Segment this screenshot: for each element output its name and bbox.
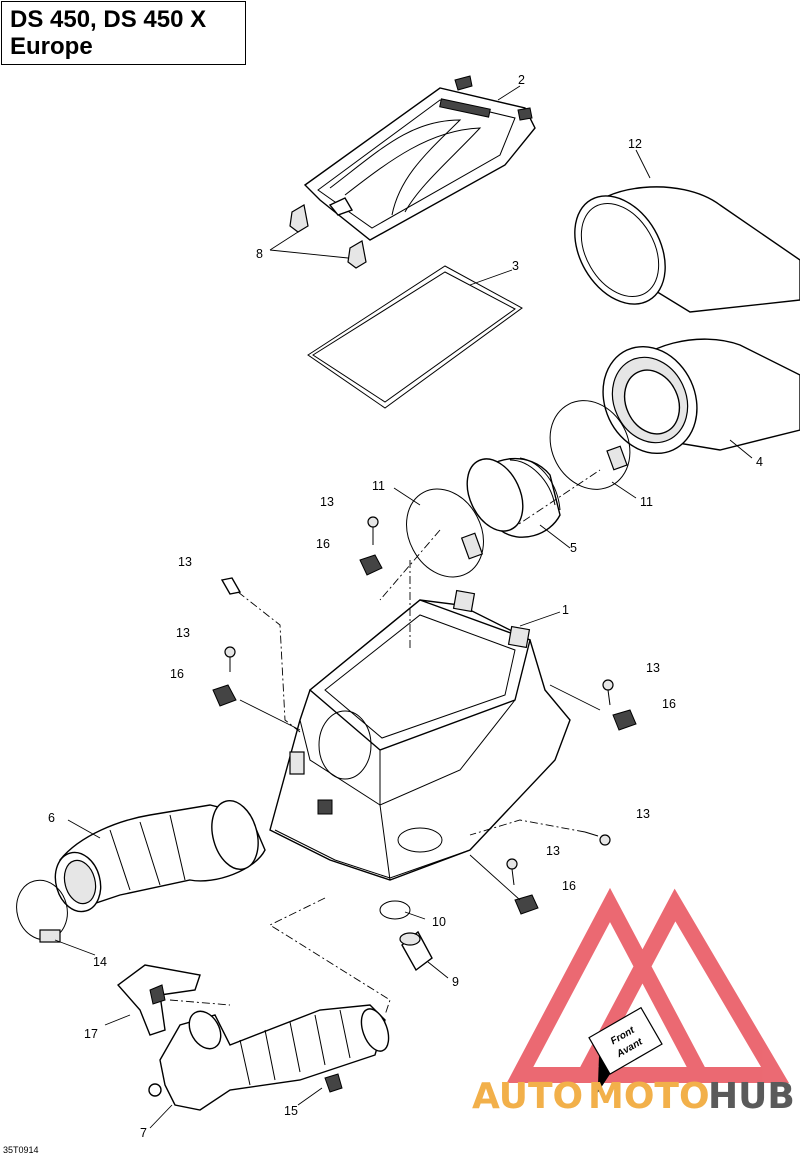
watermark-moto: MOTO [588, 1076, 710, 1117]
nut-15 [324, 1073, 343, 1093]
callout-7: 7 [140, 1126, 147, 1140]
callout-6: 6 [48, 811, 55, 825]
callout-13-d: 13 [646, 661, 660, 675]
callout-16-c: 16 [662, 697, 676, 711]
callout-1: 1 [562, 603, 569, 617]
part-11-clamp-lower [406, 488, 484, 578]
title-box: DS 450, DS 450 X Europe [1, 1, 246, 65]
nut-16-d [514, 894, 539, 915]
watermark-text: AUTO MOTO HUB [472, 1076, 795, 1117]
watermark-logo [506, 887, 789, 1083]
callout-11-b: 11 [640, 495, 653, 509]
callout-2: 2 [518, 73, 525, 87]
part-10-clamp [379, 900, 411, 920]
assembly-lines [169, 469, 601, 1016]
callout-labels: 2 8 3 12 4 11 11 13 5 16 13 1 13 16 13 1… [48, 73, 763, 1140]
callout-13-f: 13 [546, 844, 560, 858]
callout-16-b: 16 [170, 667, 184, 681]
callout-11-a: 11 [372, 479, 385, 493]
callout-17: 17 [84, 1027, 98, 1041]
nut-16-a [359, 554, 383, 576]
callout-16-d: 16 [562, 879, 576, 893]
title-line-1: DS 450, DS 450 X [10, 6, 207, 33]
part-3-gasket [307, 265, 523, 409]
callout-8: 8 [256, 247, 263, 261]
callout-10: 10 [432, 915, 446, 929]
callout-3: 3 [512, 259, 519, 273]
callout-15: 15 [284, 1104, 298, 1118]
part-1-airbox [269, 589, 571, 881]
screw-13-a [367, 516, 379, 545]
watermark-triangle-right [571, 888, 789, 1083]
title-line-2: Europe [10, 33, 93, 60]
callout-12: 12 [628, 137, 642, 151]
callout-4: 4 [756, 455, 763, 469]
leader-lines [54, 85, 753, 1129]
part-14-clamp [16, 879, 68, 943]
callout-13-e: 13 [636, 807, 650, 821]
front-direction-tag: Front Avant [588, 1006, 663, 1093]
nut-16-b [212, 684, 237, 707]
callout-13-c: 13 [176, 626, 190, 640]
screw-13-e [584, 831, 611, 846]
callout-9: 9 [452, 975, 459, 989]
part-11-clamp-upper [549, 400, 631, 490]
callout-13-a: 13 [320, 495, 334, 509]
screw-13-f [506, 858, 518, 886]
screw-13-c [224, 646, 236, 672]
screw-13-d [602, 679, 614, 706]
part-12-prefilter [574, 186, 800, 313]
screw-13-b [220, 577, 242, 595]
callout-14: 14 [93, 955, 107, 969]
part-5-boot [466, 457, 561, 538]
watermark-hub: HUB [708, 1076, 795, 1117]
part-2-cover [303, 75, 536, 241]
part-6-intake-boot [54, 800, 266, 913]
part-9-fitting [399, 930, 433, 972]
fasteners [212, 516, 637, 1093]
callout-13-b: 13 [178, 555, 192, 569]
part-8-clips [289, 204, 367, 269]
callout-16-a: 16 [316, 537, 330, 551]
part-4-filter [602, 338, 800, 455]
callout-5: 5 [570, 541, 577, 555]
drawing-code: 35T0914 [3, 1145, 39, 1155]
part-17-bracket [116, 964, 201, 1036]
part-7-intake-duct [148, 1004, 390, 1111]
nut-16-c [612, 709, 637, 731]
watermark-auto: AUTO [472, 1076, 583, 1117]
